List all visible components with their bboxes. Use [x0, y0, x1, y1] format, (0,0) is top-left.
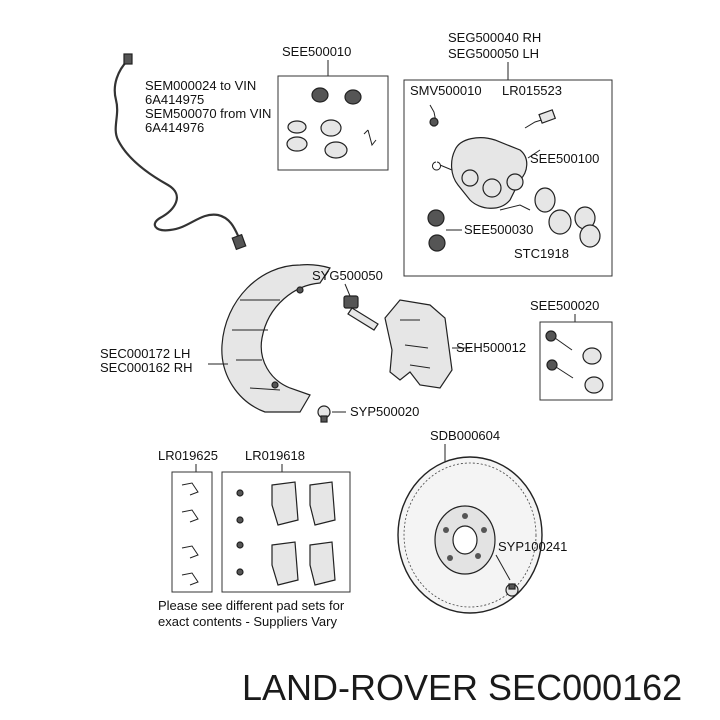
label-sem000024-vin: 6A414975: [145, 92, 204, 107]
label-see500020: SEE500020: [530, 298, 599, 313]
caliper-carrier-seh500012[interactable]: [384, 299, 453, 389]
label-syp500020: SYP500020: [350, 404, 419, 419]
seal-kit-parts[interactable]: [286, 87, 377, 159]
leader-syp100241: [495, 554, 511, 581]
pad-clips[interactable]: [181, 482, 199, 586]
label-sec000172: SEC000172 LH: [100, 346, 190, 361]
label-lr019618: LR019618: [245, 448, 305, 463]
pad-bolts[interactable]: [236, 489, 244, 576]
bolt-set-parts[interactable]: [545, 330, 604, 394]
label-see500030: SEE500030: [464, 222, 533, 237]
label-syg500050: SYG500050: [312, 268, 383, 283]
caliper-bolt-syg500050[interactable]: [343, 295, 379, 331]
label-seh500012: SEH500012: [456, 340, 526, 355]
caliper-housing[interactable]: [432, 137, 531, 211]
leader-syg500050: [344, 283, 351, 297]
label-see500010: SEE500010: [282, 44, 351, 59]
seal-kit-box: [277, 75, 389, 171]
guide-pin-lr015523[interactable]: [524, 109, 557, 129]
disc-screw-syp100241[interactable]: [505, 583, 519, 597]
leader-see500100: [527, 149, 541, 159]
note-pad-sets-line2: exact contents - Suppliers Vary: [158, 614, 337, 629]
caliper-pistons[interactable]: [534, 187, 601, 248]
pad-clip-box: [171, 471, 213, 593]
label-seg500040: SEG500040 RH: [448, 30, 541, 45]
caliper-box: [403, 79, 613, 277]
piston-seal-kit-see500030[interactable]: [427, 209, 446, 252]
label-sem000024: SEM000024 to VIN: [145, 78, 256, 93]
note-pad-sets-line1: Please see different pad sets for: [158, 598, 345, 613]
label-smv500010: SMV500010: [410, 83, 482, 98]
label-syp100241: SYP100241: [498, 539, 567, 554]
label-stc1918: STC1918: [514, 246, 569, 261]
label-sec000162: SEC000162 RH: [100, 360, 193, 375]
pad-set-box: [221, 471, 351, 593]
brake-pads-lr019618[interactable]: [271, 481, 336, 586]
bolt-set-box: [539, 321, 613, 401]
label-lr019625: LR019625: [158, 448, 218, 463]
brake-disc-shield[interactable]: [221, 264, 331, 413]
label-sdb000604: SDB000604: [430, 428, 500, 443]
brand-part-number: LAND-ROVER SEC000162: [242, 667, 682, 708]
label-seg500050: SEG500050 LH: [448, 46, 539, 61]
label-lr015523: LR015523: [502, 83, 562, 98]
label-sem500070: SEM500070 from VIN: [145, 106, 271, 121]
shield-screw-syp500020[interactable]: [317, 405, 331, 423]
brake-disc-sdb000604[interactable]: [397, 456, 543, 614]
label-sem500070-vin: 6A414976: [145, 120, 204, 135]
brake-wear-sensor[interactable]: [113, 53, 247, 251]
bleed-screw[interactable]: [429, 104, 439, 127]
label-see500100: SEE500100: [530, 151, 599, 166]
